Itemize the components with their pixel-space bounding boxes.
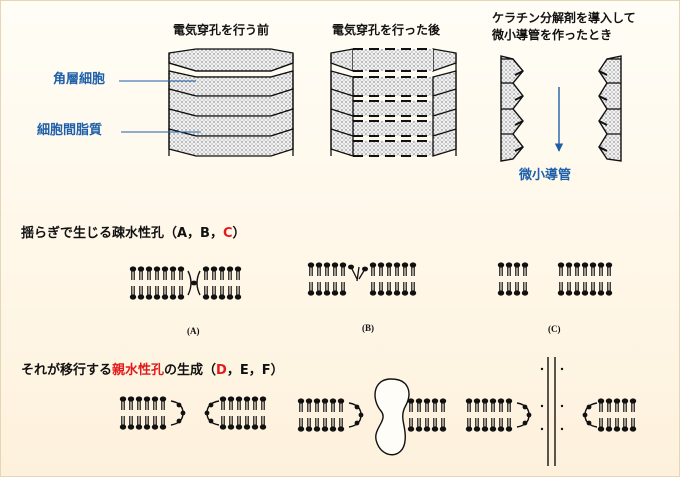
before-electroporation-title: 電気穿孔を行う前 (173, 23, 270, 37)
bilayer-c (498, 262, 612, 295)
hydrophilic-pore-sequence (120, 357, 636, 466)
hydrophilic-title-suffix: ，E，F） (226, 363, 284, 378)
hydrophilic-title-mid: の生成（ (164, 363, 217, 378)
label-c: (C) (548, 324, 561, 334)
corneocyte-label: 角層細胞 (53, 72, 106, 87)
hydrophobic-title-suffix: ） (232, 226, 246, 241)
hydrophilic-title-highlight2: D (216, 363, 227, 378)
hydrophilic-pore-title: それが移行する親水性孔の生成（D，E，F） (21, 359, 284, 378)
hydrophobic-title-highlight: C (222, 226, 233, 241)
after-electroporation-title: 電気穿孔を行った後 (332, 23, 441, 37)
microduct-stack (500, 55, 622, 162)
bilayer-b (308, 262, 416, 295)
hydrophilic-title-prefix: それが移行する (21, 363, 113, 378)
label-b: (B) (362, 323, 374, 333)
keratin-title-line2: 微小導管を作ったとき (492, 28, 613, 42)
hydrophobic-pore-title: 揺らぎで生じる疎水性孔（A，B，C） (21, 222, 246, 241)
keratin-title-line1: ケラチン分解剤を導入して (492, 11, 636, 25)
hydrophilic-title-highlight: 親水性孔 (112, 363, 165, 378)
intercellular-lipid-label: 細胞間脂質 (37, 123, 103, 138)
hydrophobic-title-prefix: 揺らぎで生じる疎水性孔（A，B， (21, 226, 223, 241)
bilayer-a (130, 266, 241, 299)
after-stack (330, 48, 457, 157)
label-a: (A) (187, 326, 200, 336)
microduct-label: 微小導管 (519, 168, 572, 183)
before-stack (168, 48, 294, 157)
